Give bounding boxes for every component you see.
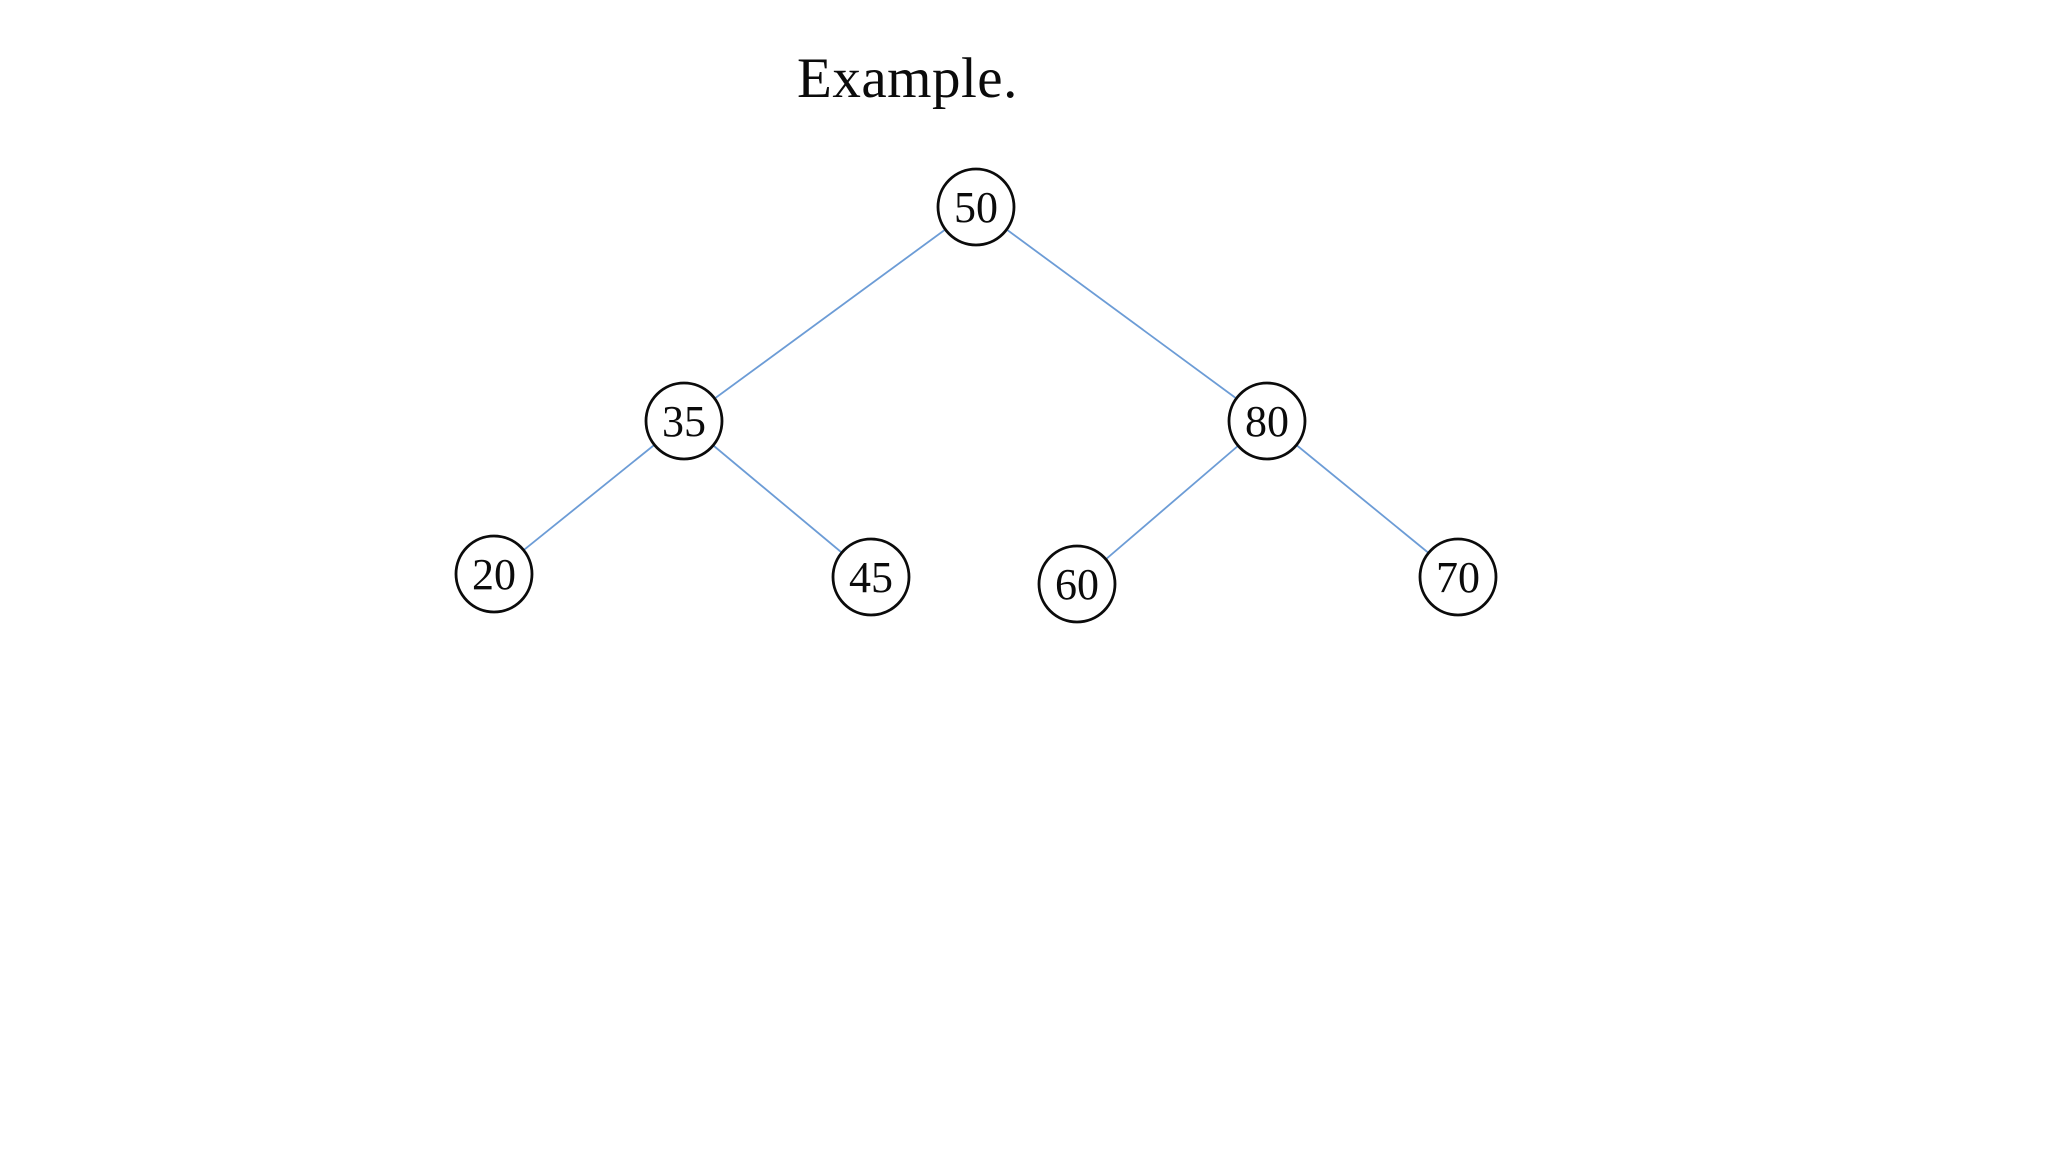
tree-edge-50-80 <box>975 206 1268 422</box>
tree-node-45: 45 <box>831 537 911 617</box>
page-title: Example. <box>797 47 1018 110</box>
node-label-20: 20 <box>472 550 516 599</box>
tree-edge-80-70 <box>1266 420 1459 578</box>
tree-node-50: 50 <box>936 167 1016 247</box>
tree-edge-35-45 <box>683 420 872 578</box>
node-circle-20 <box>454 534 534 614</box>
node-circle-50 <box>936 167 1016 247</box>
tree-edge-35-20 <box>493 420 685 575</box>
tree-node-70: 70 <box>1418 537 1498 617</box>
tree-node-20: 20 <box>454 534 534 614</box>
node-label-80: 80 <box>1245 397 1289 446</box>
tree-edge-80-60 <box>1076 420 1268 585</box>
node-circle-60 <box>1037 544 1117 624</box>
node-label-70: 70 <box>1436 553 1480 602</box>
tree-node-80: 80 <box>1227 381 1307 461</box>
node-label-50: 50 <box>954 183 998 232</box>
node-label-35: 35 <box>662 397 706 446</box>
node-circle-35 <box>644 381 724 461</box>
tree-edge-50-35 <box>683 206 977 422</box>
tree-node-35: 35 <box>644 381 724 461</box>
node-circle-45 <box>831 537 911 617</box>
node-circle-80 <box>1227 381 1307 461</box>
node-label-45: 45 <box>849 553 893 602</box>
node-label-60: 60 <box>1055 560 1099 609</box>
tree-node-60: 60 <box>1037 544 1117 624</box>
node-circle-70 <box>1418 537 1498 617</box>
